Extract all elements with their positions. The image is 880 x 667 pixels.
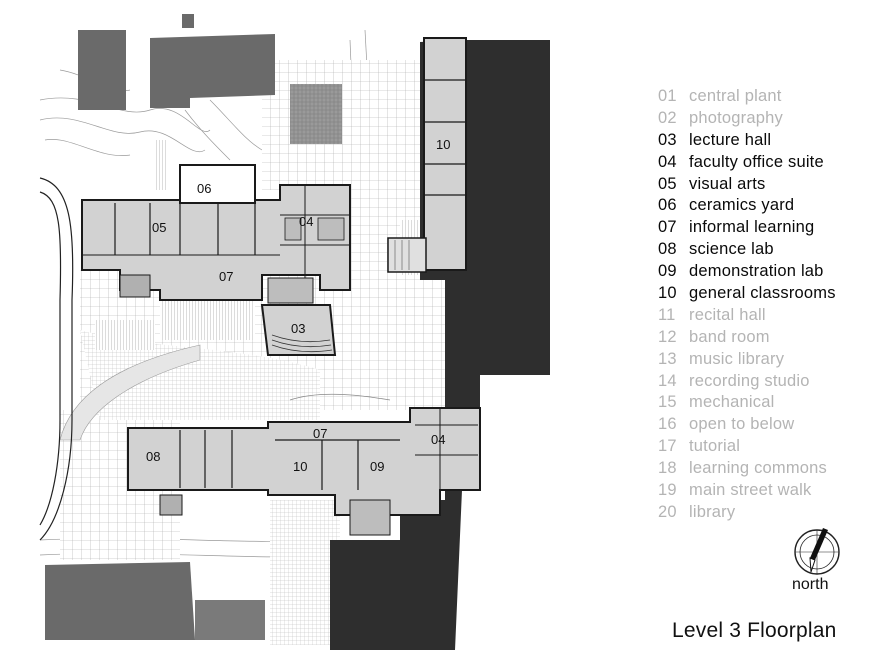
legend-item-label: open to below (689, 415, 795, 434)
legend-item-14: 14 recording studio (658, 371, 836, 393)
legend-item-number: 03 (658, 130, 677, 149)
legend-item-17: 17 tutorial (658, 436, 836, 458)
legend-item-number: 13 (658, 349, 677, 368)
legend-item-13: 13 music library (658, 349, 836, 371)
legend-item-18: 18 learning commons (658, 458, 836, 480)
legend-item-04: 04 faculty office suite (658, 152, 836, 174)
legend-item-12: 12 band room (658, 327, 836, 349)
legend-item-label: lecture hall (689, 130, 772, 149)
legend-item-label: informal learning (689, 218, 815, 237)
context-buildings (45, 14, 342, 640)
legend-item-label: faculty office suite (689, 152, 824, 171)
legend-item-number: 16 (658, 415, 677, 434)
legend-item-label: ceramics yard (689, 196, 795, 215)
room-labels: 06 05 04 07 03 10 08 07 10 09 04 (146, 137, 450, 474)
legend-item-19: 19 main street walk (658, 480, 836, 502)
legend-item-20: 20 library (658, 502, 836, 524)
legend-item-number: 06 (658, 196, 677, 215)
north-label: north (792, 576, 829, 593)
legend-item-number: 08 (658, 240, 677, 259)
legend-item-label: main street walk (689, 481, 812, 500)
legend-item-label: library (689, 502, 736, 521)
room-label-07-south: 07 (313, 426, 327, 441)
legend-item-16: 16 open to below (658, 414, 836, 436)
legend-item-number: 19 (658, 481, 677, 500)
legend-item-label: photography (689, 108, 783, 127)
room-label-05: 05 (152, 220, 166, 235)
legend-item-06: 06 ceramics yard (658, 195, 836, 217)
garden-path (289, 393, 391, 401)
legend-list: 01 central plant 02 photography 03 lecture ha… (658, 86, 836, 524)
legend-item-10: 10 general classrooms (658, 283, 836, 305)
legend-item-08: 08 science lab (658, 239, 836, 261)
legend-item-label: recital hall (689, 305, 766, 324)
legend-item-number: 04 (658, 152, 677, 171)
legend-item-02: 02 photography (658, 108, 836, 130)
lecture-hall (260, 304, 337, 356)
track (39, 177, 74, 541)
legend-item-number: 09 (658, 262, 677, 281)
north-arrow-icon (794, 528, 840, 575)
floorplan-drawing: 06 05 04 07 03 10 08 07 10 09 04 (39, 14, 550, 650)
classroom-wing-north (387, 37, 467, 273)
legend-item-number: 12 (658, 327, 677, 346)
legend-item-07: 07 informal learning (658, 217, 836, 239)
legend-item-label: mechanical (689, 393, 775, 412)
legend-item-label: recording studio (689, 371, 810, 390)
legend-item-number: 10 (658, 284, 677, 303)
legend-item-05: 05 visual arts (658, 174, 836, 196)
legend-item-number: 17 (658, 437, 677, 456)
room-label-03: 03 (291, 321, 305, 336)
legend-item-09: 09 demonstration lab (658, 261, 836, 283)
room-label-04-south: 04 (431, 432, 445, 447)
north-wing (81, 164, 351, 304)
legend-item-11: 11 recital hall (658, 305, 836, 327)
legend-item-label: learning commons (689, 459, 828, 478)
legend-item-label: central plant (689, 87, 782, 105)
legend-item-number: 02 (658, 108, 677, 127)
legend-item-number: 05 (658, 174, 677, 193)
legend-item-number: 01 (658, 87, 677, 105)
legend-item-label: general classrooms (689, 284, 836, 303)
legend-item-label: visual arts (689, 174, 766, 193)
south-wing (127, 407, 481, 536)
legend-item-label: tutorial (689, 437, 741, 456)
legend-item-number: 07 (658, 218, 677, 237)
legend-item-01: 01 central plant (658, 86, 836, 108)
legend-item-label: demonstration lab (689, 262, 824, 281)
legend-item-number: 18 (658, 459, 677, 478)
legend-item-number: 20 (658, 502, 677, 521)
legend-item-label: science lab (689, 240, 774, 259)
room-label-09: 09 (370, 459, 384, 474)
room-label-06: 06 (197, 181, 211, 196)
legend-item-number: 11 (658, 305, 676, 324)
legend-item-03: 03 lecture hall (658, 130, 836, 152)
room-label-04-north: 04 (299, 214, 313, 229)
room-label-08: 08 (146, 449, 160, 464)
legend-item-number: 14 (658, 371, 677, 390)
legend-item-number: 15 (658, 393, 677, 412)
floorplan-title: Level 3 Floorplan (672, 619, 837, 642)
east-building-footprint (330, 40, 550, 650)
legend-item-label: music library (689, 349, 785, 368)
room-label-10-south: 10 (293, 459, 307, 474)
room-label-10-north: 10 (436, 137, 450, 152)
legend-item-15: 15 mechanical (658, 392, 836, 414)
room-label-07-north: 07 (219, 269, 233, 284)
legend-item-label: band room (689, 327, 770, 346)
